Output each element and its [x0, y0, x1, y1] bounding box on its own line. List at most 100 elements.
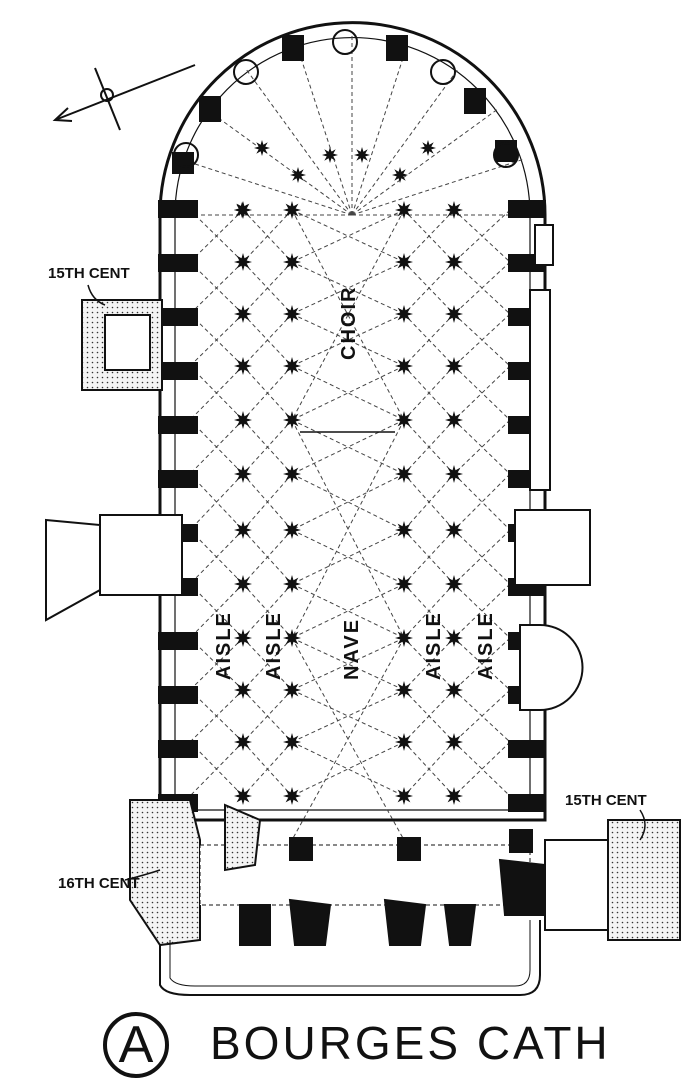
pier [283, 253, 301, 271]
rib [189, 529, 244, 585]
pier [395, 411, 413, 429]
rib [403, 473, 455, 531]
pier [395, 733, 413, 751]
rib [242, 583, 293, 639]
rib [242, 473, 293, 531]
rib [189, 637, 244, 691]
pier [445, 521, 463, 539]
rib [403, 365, 455, 421]
rib [291, 209, 405, 421]
rib [242, 637, 293, 691]
pier [395, 521, 413, 539]
pier [445, 305, 463, 323]
rib [453, 583, 511, 639]
rib [403, 583, 455, 639]
pier [354, 147, 370, 163]
rib [189, 419, 244, 475]
pier [322, 147, 338, 163]
outer-wall [158, 21, 547, 822]
rib [453, 529, 511, 585]
buttress [158, 254, 198, 272]
rib [189, 583, 244, 639]
caption-letter: A [118, 1016, 154, 1074]
buttress [158, 416, 198, 434]
rib [291, 209, 405, 263]
vault-ribs [189, 209, 511, 841]
buttress [508, 740, 546, 758]
nave-label: NAVE [341, 618, 363, 680]
rib [245, 69, 353, 216]
caption-badge: A [103, 1012, 169, 1078]
pier [395, 629, 413, 647]
pier [283, 201, 301, 219]
pier [445, 357, 463, 375]
pier [234, 411, 252, 429]
rib [453, 365, 511, 421]
rib [242, 313, 293, 367]
pier [234, 202, 250, 218]
pier [395, 575, 413, 593]
rib [242, 689, 293, 743]
rib [291, 419, 405, 639]
aisle-label-1: AISLE [213, 611, 235, 680]
choir-label: CHOIR [338, 286, 360, 360]
pier [283, 465, 301, 483]
rib [189, 365, 244, 421]
apse-chapels [172, 29, 519, 174]
rib [242, 419, 293, 475]
rib [403, 419, 455, 475]
pier [445, 465, 463, 483]
pier [395, 305, 413, 323]
rib [242, 209, 293, 263]
cent-15-left-label: 15TH CENT [48, 265, 130, 282]
buttress [158, 308, 198, 326]
pier [283, 733, 301, 751]
pier [445, 411, 463, 429]
pier [234, 253, 252, 271]
rib [180, 158, 353, 216]
rib [295, 43, 353, 216]
apse-ribs [172, 35, 532, 216]
pier [234, 357, 252, 375]
buttress [158, 200, 198, 218]
pier [395, 681, 413, 699]
pier [446, 202, 462, 218]
rib [403, 637, 455, 691]
pier [445, 575, 463, 593]
rib [453, 741, 511, 797]
rib [453, 637, 511, 691]
rib [291, 637, 405, 841]
rib [189, 741, 244, 797]
rib [189, 689, 244, 743]
rib [189, 209, 244, 263]
buttress [158, 740, 198, 758]
rib [189, 473, 244, 531]
pier [392, 167, 408, 183]
pier [420, 140, 436, 156]
rib [453, 473, 511, 531]
caption-title: BOURGES CATH [210, 1017, 611, 1069]
rib [403, 313, 455, 367]
pier [234, 629, 252, 647]
rib [206, 108, 353, 216]
pier [234, 465, 252, 483]
rib [453, 313, 511, 367]
pier [234, 575, 252, 593]
pier [283, 787, 301, 805]
rib [291, 209, 405, 263]
rib [351, 158, 524, 216]
buttress [508, 794, 546, 812]
rib [403, 529, 455, 585]
rib [403, 209, 455, 263]
pier [395, 201, 413, 219]
pier [234, 521, 252, 539]
caption: A BOURGES CATH [100, 1010, 608, 1080]
pier [445, 733, 463, 751]
rib [242, 741, 293, 797]
pier [234, 733, 252, 751]
rib [242, 529, 293, 585]
buttress [158, 686, 198, 704]
pier [283, 305, 301, 323]
rib [242, 261, 293, 315]
rib [189, 261, 244, 315]
